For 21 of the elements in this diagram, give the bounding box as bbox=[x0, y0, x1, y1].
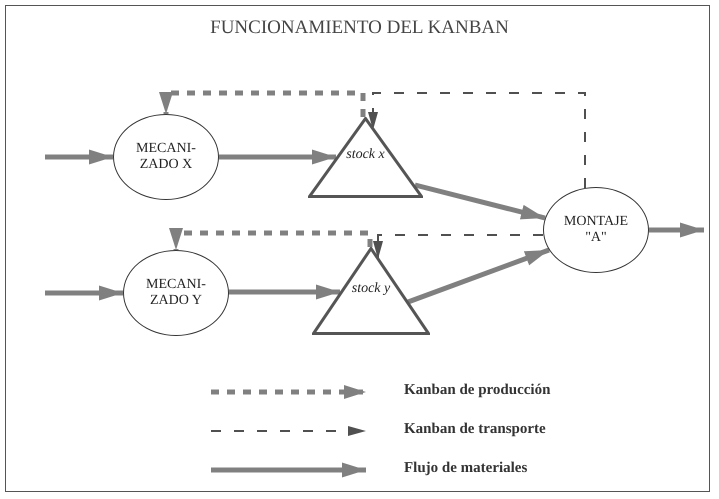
material-flow-arrow bbox=[45, 286, 123, 300]
material-flow-arrow bbox=[649, 222, 704, 238]
material-flow-arrow bbox=[407, 248, 550, 304]
node-label: MECANI- ZADO Y bbox=[145, 277, 207, 309]
material-flow-arrow bbox=[45, 150, 113, 164]
legend-label: Flujo de materiales bbox=[404, 460, 528, 477]
legend-label: Kanban de transporte bbox=[404, 421, 546, 438]
stock-triangle bbox=[308, 117, 423, 198]
node-label: MONTAJE "A" bbox=[562, 214, 630, 246]
material-flow-arrow bbox=[229, 284, 340, 300]
production-kanban-arrow bbox=[159, 90, 366, 117]
material-flow-arrow bbox=[219, 150, 336, 164]
legend-label: Kanban de producción bbox=[404, 382, 550, 399]
diagram-title: FUNCIONAMIENTO DEL KANBAN bbox=[209, 17, 510, 39]
transport-kanban-arrow bbox=[373, 234, 543, 259]
node-label: stock y bbox=[351, 281, 391, 297]
material-flow-arrow bbox=[414, 182, 546, 220]
stock-triangle bbox=[312, 247, 430, 335]
production-kanban-arrow bbox=[169, 228, 372, 250]
node-label: stock x bbox=[346, 147, 386, 163]
node-label: MECANI- ZADO X bbox=[135, 141, 197, 173]
